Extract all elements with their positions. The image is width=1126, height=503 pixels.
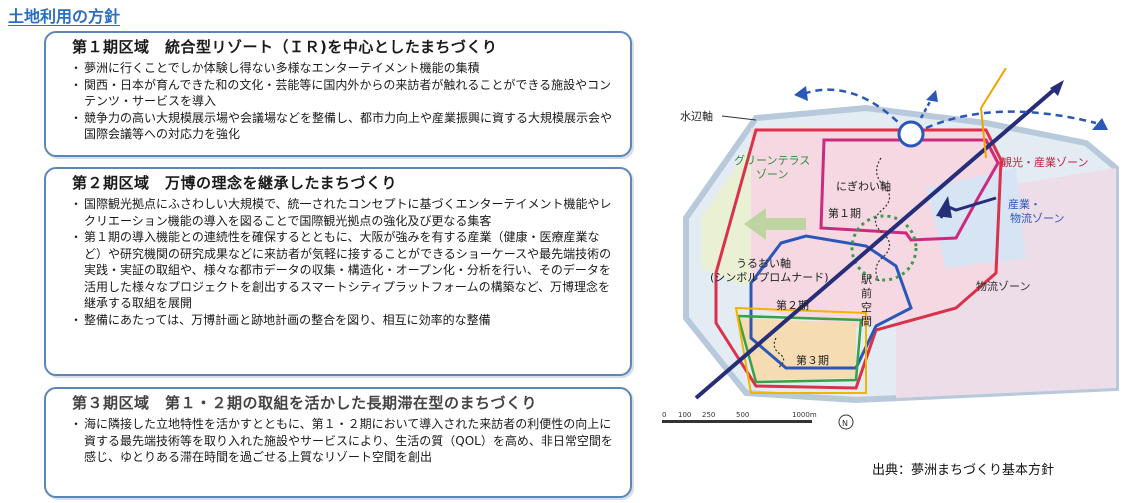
waterfront-leader [721,115,757,121]
scale-tick-500: 500 [736,411,749,419]
phase3-box: 第３期区域 第１・２期の取組を活かした長期滞在型のまちづくり 海に隣接した立地特… [44,387,632,498]
phase2-boundary [749,234,913,370]
phase1-list: 夢洲に行くことでしか体験し得ない多様なエンターテイメント機能の集積 関西・日本が… [70,60,616,143]
label-station-3: 空 [861,300,872,314]
yellow-boundary [734,306,867,394]
phase3-area [736,318,856,380]
axis-arrowhead [1050,80,1064,96]
nigiwai-axis-line [874,157,891,284]
label-uruoi-axis-2: (シンボルプロムナード) [710,271,829,284]
scale-tick-100: 100 [678,411,691,419]
label-uruoi-axis-1: うるおい軸 [736,256,791,270]
scale-tick-250: 250 [702,411,715,419]
list-item: 第１期の導入機能との連続性を確保するとともに、大阪が強みを有する産業（健康・医療… [70,229,616,312]
label-phase3: 第３期 [796,353,829,367]
industry-arrowhead [936,196,952,218]
label-phase2: 第２期 [776,298,809,312]
north-label: N [842,419,848,428]
north-arrow-icon [838,414,854,430]
phase2-list: 国際観光拠点にふさわしい大規模で、統一されたコンセプトに基づくエンターテイメント… [70,196,616,329]
phase1-box: 第１期区域 統合型リゾート（ＩＲ)を中心としたまちづくり 夢洲に行くことでしか体… [44,31,632,157]
dashed-arc-right [925,110,1097,130]
scale-bar [662,420,812,423]
main-axis-line [694,86,1058,400]
list-item: 競争力の高い大規模展示場や会議場などを整備し、都市力向上や産業振興に資する大規模… [70,110,616,143]
hub-arrow-line [919,97,934,119]
hub-arrowhead [926,90,938,102]
dashed-arc-left [805,88,907,131]
tourism-zone-boundary [714,128,1003,390]
hub-circle [897,120,925,148]
label-industry-zone-2: 物流ゾーン [1010,211,1064,225]
land-use-map: 水辺軸 グリーンテラス ゾーン 観光・産業ゾーン 産業・ 物流ゾーン 物流ゾーン… [656,67,1126,440]
label-station-2: 前 [861,286,872,300]
scale-bar-line [662,420,812,423]
list-item: 整備にあたっては、万博計画と跡地計画の整合を図り、相互に効率的な整備 [70,312,616,329]
phase2-heading: 第２期区域 万博の理念を継承したまちづくり [72,174,398,192]
list-item: 関西・日本が育んできた和の文化・芸能等に国内外からの来訪者が触れることができる施… [70,77,616,110]
label-station-4: 間 [861,315,872,328]
label-tourism-zone: 観光・産業ゾーン [1001,155,1088,169]
station-plaza-circle [850,214,918,282]
phase3-boundary [736,314,863,384]
page-title: 土地利用の方針 [8,7,121,26]
phase1-heading: 第１期区域 統合型リゾート（ＩＲ)を中心としたまちづくり [72,38,498,56]
orange-line [980,107,987,159]
label-waterfront-axis: 水辺軸 [680,109,713,123]
orange-line-top [980,67,1007,109]
green-direction-arrow [744,208,806,240]
label-logistics-zone: 物流ゾーン [976,279,1030,293]
phase3-list: 海に隣接した立地特性を活かすとともに、第１・２期において導入された来訪者の利便性… [70,416,616,466]
scale-tick-1000m: 1000m [792,411,817,419]
phase3-squiggle [773,337,785,369]
label-station-1: 駅 [861,273,872,286]
label-phase1: 第１期 [828,206,861,220]
scale-tick-0: 0 [662,411,666,419]
source-credit: 出典：夢洲まちづくり基本方針 [872,463,1055,478]
label-green-terrace-2: ゾーン [756,168,788,181]
list-item: 夢洲に行くことでしか体験し得ない多様なエンターテイメント機能の集積 [70,60,616,77]
dashed-arc-left-head [794,86,808,101]
label-nigiwai-axis: にぎわい軸 [836,179,891,193]
phase2-box: 第２期区域 万博の理念を継承したまちづくり 国際観光拠点にふさわしい大規模で、統… [44,167,632,376]
list-item: 国際観光拠点にふさわしい大規模で、統一されたコンセプトに基づくエンターテイメント… [70,196,616,229]
dashed-arc-right-head [1092,118,1108,130]
tourism-zone-area [751,128,1001,328]
list-item: 海に隣接した立地特性を活かすとともに、第１・２期において導入された来訪者の利便性… [70,416,616,466]
label-industry-zone-1: 産業・ [1008,198,1041,211]
phase1-boundary [819,138,1000,242]
label-green-terrace-1: グリーンテラス [734,153,810,167]
phase3-heading: 第３期区域 第１・２期の取組を活かした長期滞在型のまちづくり [72,394,538,412]
map-svg: 水辺軸 グリーンテラス ゾーン 観光・産業ゾーン 産業・ 物流ゾーン 物流ゾーン… [656,67,1126,440]
